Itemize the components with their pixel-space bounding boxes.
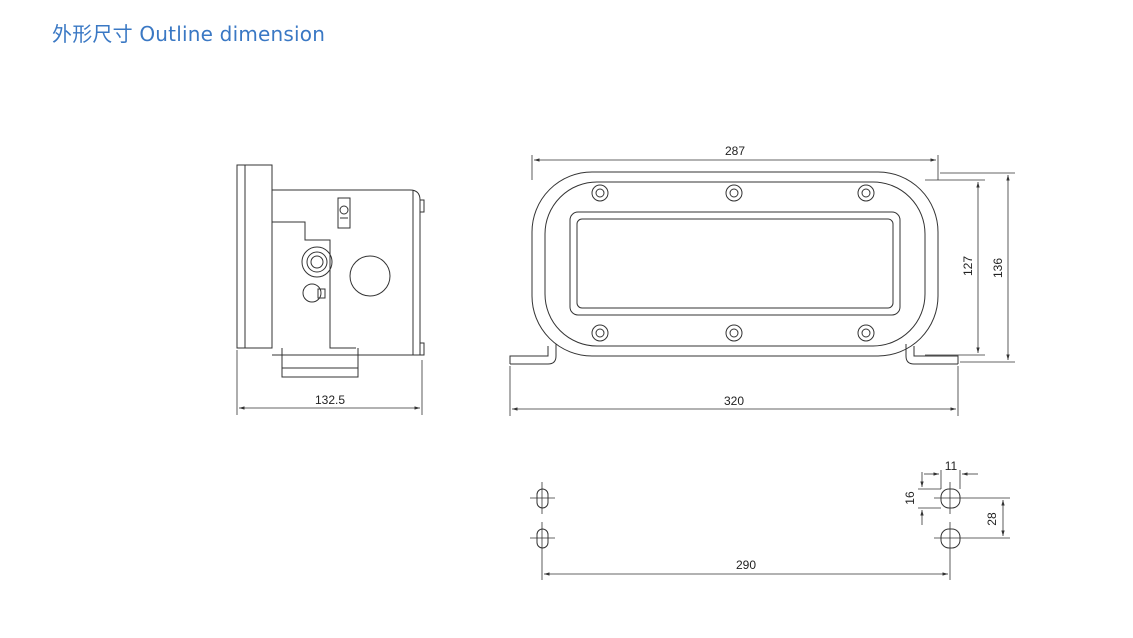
screw-icon	[725, 184, 743, 202]
screw-heads	[591, 184, 875, 342]
screw-icon	[725, 324, 743, 342]
dimension-width-base-label: 320	[724, 394, 744, 408]
dimension-height-total: 136	[940, 172, 1015, 363]
dimension-height-inner: 127	[925, 179, 985, 356]
slot-hole-icon	[530, 522, 555, 580]
dimension-depth: 132.5	[236, 350, 423, 415]
screw-icon	[591, 324, 609, 342]
dimension-width-top: 287	[531, 144, 939, 180]
dimension-width-base: 320	[509, 366, 959, 416]
dimension-height-inner-label: 127	[961, 256, 975, 276]
slot-hole-icon	[934, 522, 1010, 580]
dimension-depth-label: 132.5	[315, 393, 345, 407]
dimension-hole-spacing: 290	[544, 558, 948, 576]
dimension-hole-length: 16	[903, 472, 941, 525]
slot-hole-icon	[530, 482, 555, 514]
dimension-height-total-label: 136	[991, 258, 1005, 278]
screw-icon	[857, 324, 875, 342]
dimension-width-top-label: 287	[725, 144, 745, 158]
side-view	[236, 164, 425, 378]
slot-hole-icon	[934, 482, 1010, 514]
dimension-hole-offset-label: 28	[985, 512, 999, 526]
dimension-hole-spacing-label: 290	[736, 558, 756, 572]
screw-icon	[857, 184, 875, 202]
screw-icon	[591, 184, 609, 202]
dimension-hole-length-label: 16	[903, 491, 917, 505]
dimension-hole-offset: 28	[985, 500, 1005, 536]
dimension-hole-width-label: 11	[945, 459, 958, 473]
page-title: 外形尺寸 Outline dimension	[52, 22, 326, 46]
dimension-hole-width: 11	[924, 459, 978, 489]
front-view	[509, 171, 959, 365]
mounting-holes	[530, 482, 1010, 580]
